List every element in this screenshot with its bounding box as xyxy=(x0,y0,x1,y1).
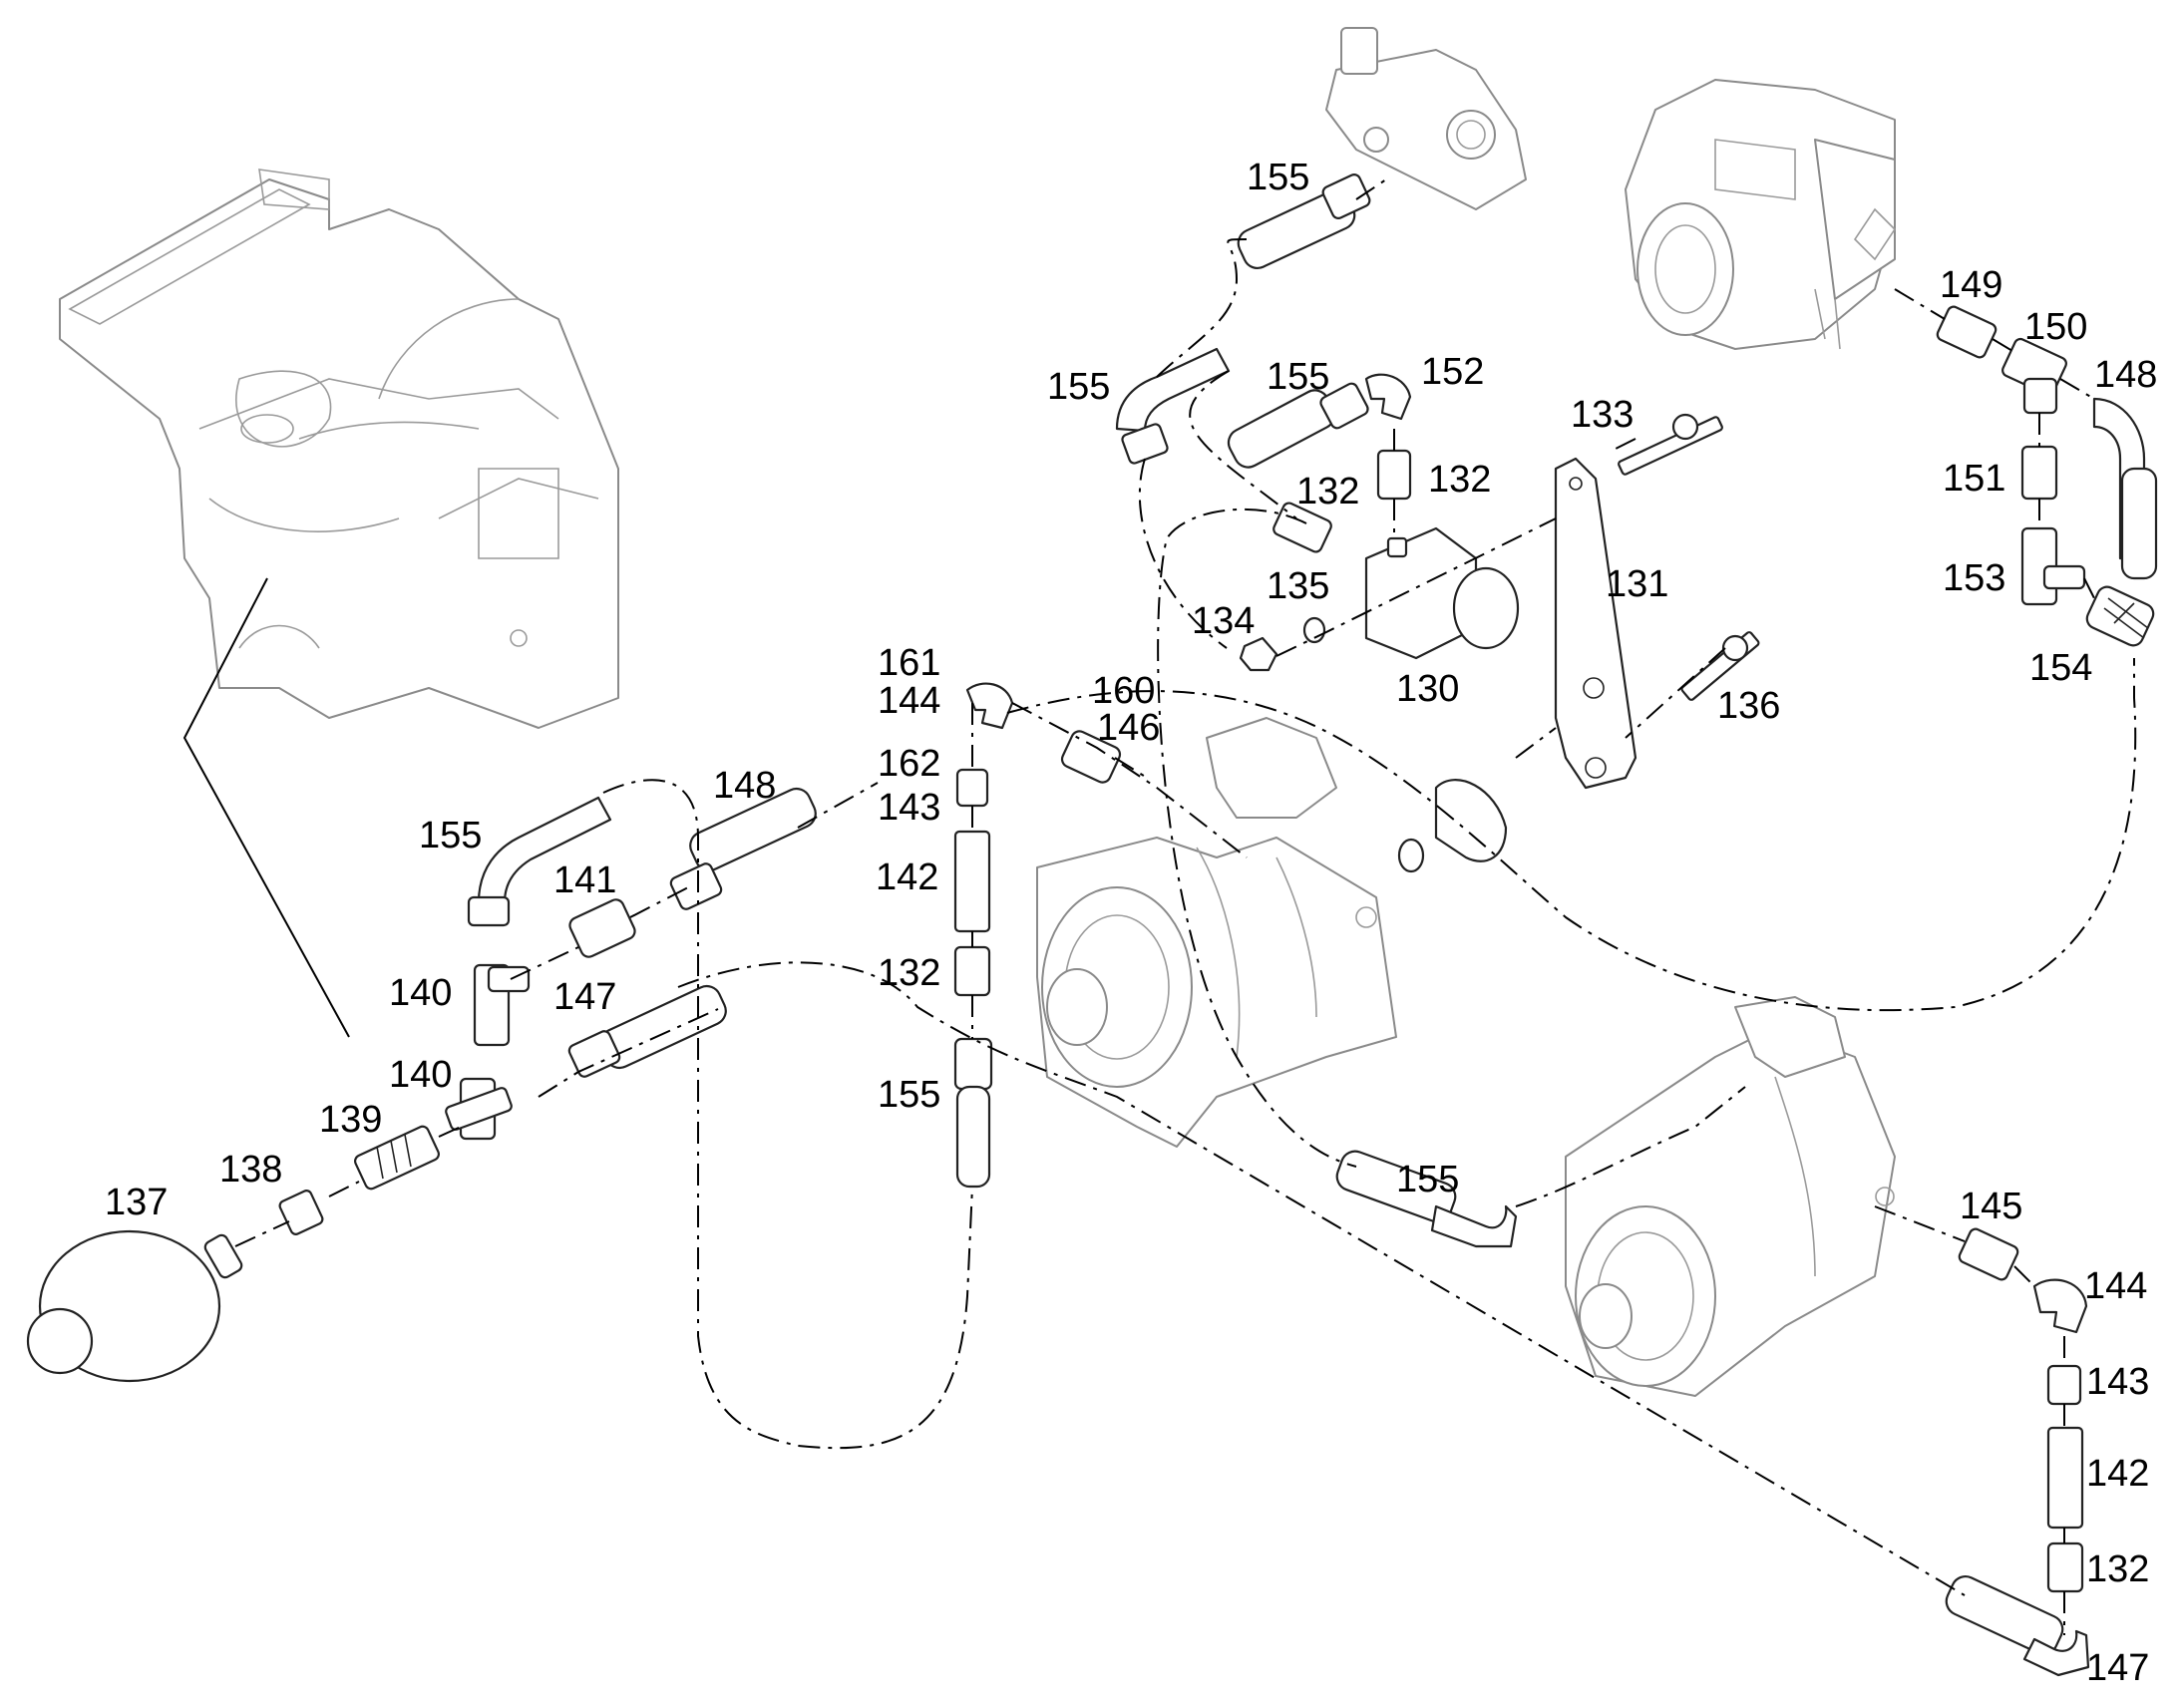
nut-134-washer-135 xyxy=(1239,616,1326,672)
fitting-149 xyxy=(1936,305,1998,359)
callout-143: 143 xyxy=(2086,1361,2149,1403)
callout-155: 155 xyxy=(878,1074,940,1116)
callout-labels: 155 155 155 152 133 132 132 135 134 131 … xyxy=(105,157,2157,1689)
fitting-138 xyxy=(278,1190,324,1235)
bolt-133 xyxy=(1618,413,1723,476)
callout-155: 155 xyxy=(1396,1159,1459,1200)
callout-154: 154 xyxy=(2029,647,2092,689)
callout-142: 142 xyxy=(2086,1453,2149,1495)
callout-141: 141 xyxy=(553,859,616,901)
callout-152: 152 xyxy=(1421,351,1484,393)
hydraulic-pump-center xyxy=(1036,717,1397,1148)
callout-155: 155 xyxy=(1247,157,1309,198)
coupling-154 xyxy=(2085,585,2155,647)
chassis-frame-illustration xyxy=(59,169,619,729)
hose-155-upper-right xyxy=(1227,382,1369,469)
callout-130: 130 xyxy=(1396,668,1459,710)
callout-160: 160 xyxy=(1092,670,1155,712)
callout-155: 155 xyxy=(1267,356,1329,398)
fitting-151 xyxy=(2020,445,2058,501)
solenoid-valve-130 xyxy=(1364,526,1520,660)
hydraulic-pump-top-right xyxy=(1625,79,1897,350)
spacer-142-right xyxy=(2046,1426,2084,1530)
callout-147: 147 xyxy=(553,976,616,1018)
callout-148: 148 xyxy=(2094,354,2157,396)
callout-143: 143 xyxy=(878,787,940,829)
callout-145: 145 xyxy=(1960,1186,2022,1227)
callout-133: 133 xyxy=(1571,394,1634,436)
valve-manifold-top xyxy=(1325,27,1527,210)
callout-140: 140 xyxy=(389,1054,452,1096)
callout-138: 138 xyxy=(219,1149,282,1191)
callout-144: 144 xyxy=(878,680,940,722)
hose-155-lower-center xyxy=(1335,1150,1518,1248)
callout-131: 131 xyxy=(1606,563,1668,605)
callout-151: 151 xyxy=(1943,458,2005,500)
callout-146: 146 xyxy=(1097,707,1160,749)
elbow-fitting-161-144 xyxy=(965,682,1014,730)
bracket-131 xyxy=(1554,457,1637,790)
callout-148: 148 xyxy=(713,765,776,807)
callout-155: 155 xyxy=(1047,366,1110,408)
hose-148-right xyxy=(2092,397,2158,580)
callout-161: 161 xyxy=(878,642,940,684)
hose-147-right xyxy=(1945,1575,2090,1677)
hose-155-center xyxy=(953,1037,993,1189)
callout-132: 132 xyxy=(878,952,940,994)
elbow-fitting-152 xyxy=(1364,373,1412,421)
hose-155-curved xyxy=(1115,347,1231,465)
elbow-fitting-144-right xyxy=(2032,1278,2088,1334)
hose-147-left xyxy=(567,984,727,1078)
hose-155-left xyxy=(467,796,612,927)
fitting-132-right xyxy=(2046,1541,2084,1593)
callout-147: 147 xyxy=(2086,1647,2149,1689)
tee-fitting-153 xyxy=(2020,526,2086,606)
fitting-143-right xyxy=(2046,1364,2082,1406)
callout-149: 149 xyxy=(1940,264,2002,306)
callout-144: 144 xyxy=(2084,1265,2147,1307)
callout-134: 134 xyxy=(1192,600,1255,642)
spacer-142-center xyxy=(953,830,991,933)
bolt-136 xyxy=(1680,631,1760,701)
hose-155-upper xyxy=(1237,173,1371,269)
tee-fitting-140-upper xyxy=(473,963,531,1047)
tee-fitting-140-lower xyxy=(445,1077,513,1141)
callout-137: 137 xyxy=(105,1182,168,1223)
callout-142: 142 xyxy=(876,856,938,898)
fitting-143-center xyxy=(955,768,989,808)
routing-lines xyxy=(234,178,2137,1635)
frame-leader-line xyxy=(182,577,350,1038)
callout-132: 132 xyxy=(2086,1548,2149,1590)
callout-140: 140 xyxy=(389,972,452,1014)
callout-132: 132 xyxy=(1428,459,1491,501)
fitting-139 xyxy=(354,1125,440,1191)
fitting-132-right-valve xyxy=(1376,449,1412,501)
callout-135: 135 xyxy=(1267,565,1329,607)
callout-139: 139 xyxy=(319,1099,382,1141)
callout-162: 162 xyxy=(878,743,940,785)
callout-153: 153 xyxy=(1943,557,2005,599)
flange-clamp xyxy=(1397,779,1508,873)
callout-136: 136 xyxy=(1717,685,1780,727)
fitting-146 xyxy=(1060,730,1122,784)
callout-132: 132 xyxy=(1296,471,1359,512)
tee-fitting-150 xyxy=(2001,337,2067,415)
fitting-141 xyxy=(568,898,636,958)
fitting-132-center xyxy=(953,945,991,997)
callout-150: 150 xyxy=(2024,306,2087,348)
fitting-145 xyxy=(1958,1227,2019,1281)
callout-155: 155 xyxy=(419,815,482,856)
accumulator-137 xyxy=(26,1229,243,1383)
hose-148-left xyxy=(669,787,817,910)
hydraulic-pump-lower-right xyxy=(1565,996,1896,1397)
